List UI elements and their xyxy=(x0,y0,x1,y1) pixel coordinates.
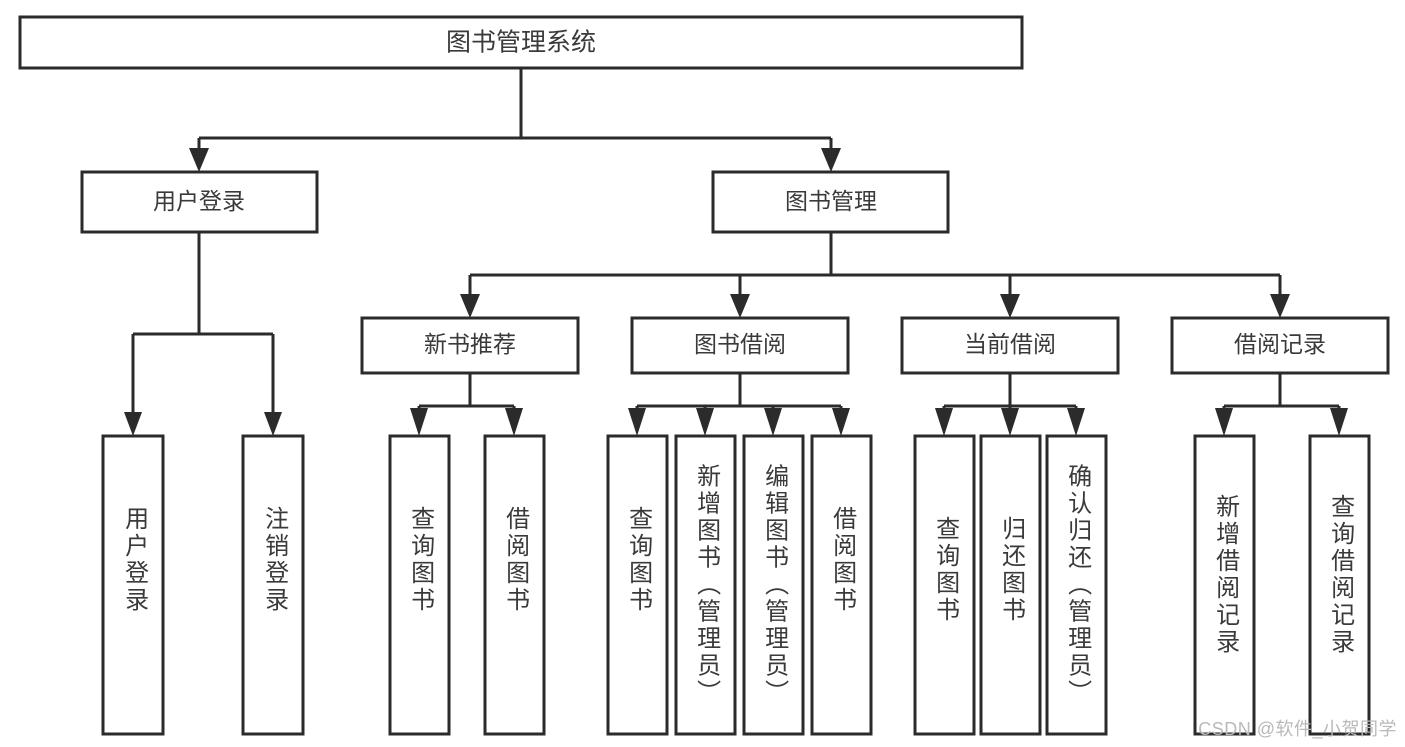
leaf-borrow-book-1-box[interactable] xyxy=(483,434,546,736)
node-current-borrow[interactable]: 当前借阅 xyxy=(900,316,1120,375)
arrow-to-book-manage xyxy=(821,148,841,172)
leaf-query-book-3[interactable]: 查询图书 xyxy=(913,434,976,736)
arrow-ul-leaf-0 xyxy=(124,412,142,436)
borrow-record-label: 借阅记录 xyxy=(1234,331,1326,357)
leaf-return-book[interactable]: 归还图书 xyxy=(979,434,1042,736)
leaf-borrow-book-2-label: 借阅图书 xyxy=(829,506,857,614)
arrow-bb-leaf-2 xyxy=(764,408,782,436)
arrow-br-leaf-0 xyxy=(1215,408,1233,436)
arrow-bb-leaf-1 xyxy=(696,408,714,436)
book-manage-box[interactable] xyxy=(711,170,950,234)
book-manage-label: 图书管理 xyxy=(785,188,877,214)
arrow-ul-leaf-1 xyxy=(264,412,282,436)
leaf-borrow-book-2-box[interactable] xyxy=(810,434,873,736)
leaf-edit-book-label: 编辑图书（管理员） xyxy=(761,464,789,707)
leaf-edit-book[interactable]: 编辑图书（管理员） xyxy=(742,434,805,736)
node-borrow-record[interactable]: 借阅记录 xyxy=(1170,316,1390,375)
leaf-query-book-1[interactable]: 查询图书 xyxy=(388,434,451,736)
arrow-bb-leaf-3 xyxy=(832,408,850,436)
leaf-query-book-3-box[interactable] xyxy=(913,434,976,736)
leaf-add-book[interactable]: 新增图书（管理员） xyxy=(674,434,737,736)
new-book-recommend-label: 新书推荐 xyxy=(424,331,516,357)
leaf-add-record-box[interactable] xyxy=(1193,434,1256,736)
new-book-recommend-box[interactable] xyxy=(360,316,580,375)
leaf-query-book-2[interactable]: 查询图书 xyxy=(606,434,669,736)
leaf-logout-label: 注销登录 xyxy=(261,506,289,614)
leaf-query-record-label: 查询借阅记录 xyxy=(1327,494,1355,656)
leaf-user-login-box[interactable] xyxy=(101,434,165,736)
arrow-cb-leaf-2 xyxy=(1067,408,1085,436)
leaf-confirm-return-box[interactable] xyxy=(1045,434,1108,736)
book-borrow-label: 图书借阅 xyxy=(694,331,786,357)
leaf-logout[interactable]: 注销登录 xyxy=(241,434,305,736)
borrow-record-box[interactable] xyxy=(1170,316,1390,375)
leaf-query-book-2-label: 查询图书 xyxy=(625,506,653,614)
leaf-edit-book-box[interactable] xyxy=(742,434,805,736)
arrow-l3-borrow-record xyxy=(1270,294,1290,318)
leaf-query-book-2-box[interactable] xyxy=(606,434,669,736)
node-new-book-recommend[interactable]: 新书推荐 xyxy=(360,316,580,375)
node-user-login[interactable]: 用户登录 xyxy=(80,170,319,234)
leaf-add-book-label: 新增图书（管理员） xyxy=(693,464,721,707)
leaf-user-login[interactable]: 用户登录 xyxy=(101,434,165,736)
arrow-l3-current-borrow xyxy=(1000,294,1020,318)
leaf-query-record[interactable]: 查询借阅记录 xyxy=(1308,434,1371,736)
connector-layer xyxy=(124,68,1348,436)
leaf-add-record-label: 新增借阅记录 xyxy=(1212,494,1240,656)
arrow-nbr-leaf-1 xyxy=(505,408,523,436)
node-root[interactable]: 图书管理系统 xyxy=(18,15,1024,70)
leaf-query-book-3-label: 查询图书 xyxy=(932,516,960,624)
leaf-query-book-1-box[interactable] xyxy=(388,434,451,736)
leaf-query-record-box[interactable] xyxy=(1308,434,1371,736)
leaf-add-book-box[interactable] xyxy=(674,434,737,736)
leaf-confirm-return-label: 确认归还（管理员） xyxy=(1064,464,1092,707)
book-borrow-box[interactable] xyxy=(630,316,850,375)
arrow-cb-leaf-1 xyxy=(1001,408,1019,436)
arrow-l3-book-borrow xyxy=(730,294,750,318)
leaf-logout-box[interactable] xyxy=(241,434,305,736)
leaf-user-login-label: 用户登录 xyxy=(121,506,149,614)
arrow-nbr-leaf-0 xyxy=(410,408,428,436)
leaf-return-book-box[interactable] xyxy=(979,434,1042,736)
leaf-return-book-label: 归还图书 xyxy=(998,516,1026,624)
root-box[interactable] xyxy=(18,15,1024,70)
arrow-br-leaf-1 xyxy=(1330,408,1348,436)
arrow-to-user-login xyxy=(189,148,209,172)
current-borrow-label: 当前借阅 xyxy=(964,331,1056,357)
root-label: 图书管理系统 xyxy=(446,29,596,57)
leaf-query-book-1-label: 查询图书 xyxy=(407,506,435,614)
leaf-borrow-book-1[interactable]: 借阅图书 xyxy=(483,434,546,736)
leaf-confirm-return[interactable]: 确认归还（管理员） xyxy=(1045,434,1108,736)
arrow-bb-leaf-0 xyxy=(628,408,646,436)
leaf-borrow-book-1-label: 借阅图书 xyxy=(502,506,530,614)
arrow-l3-new-book-recommend xyxy=(460,294,480,318)
leaf-borrow-book-2[interactable]: 借阅图书 xyxy=(810,434,873,736)
leaf-add-record[interactable]: 新增借阅记录 xyxy=(1193,434,1256,736)
user-login-label: 用户登录 xyxy=(153,188,245,214)
current-borrow-box[interactable] xyxy=(900,316,1120,375)
arrow-cb-leaf-0 xyxy=(935,408,953,436)
node-book-borrow[interactable]: 图书借阅 xyxy=(630,316,850,375)
node-book-manage[interactable]: 图书管理 xyxy=(711,170,950,234)
user-login-box[interactable] xyxy=(80,170,319,234)
